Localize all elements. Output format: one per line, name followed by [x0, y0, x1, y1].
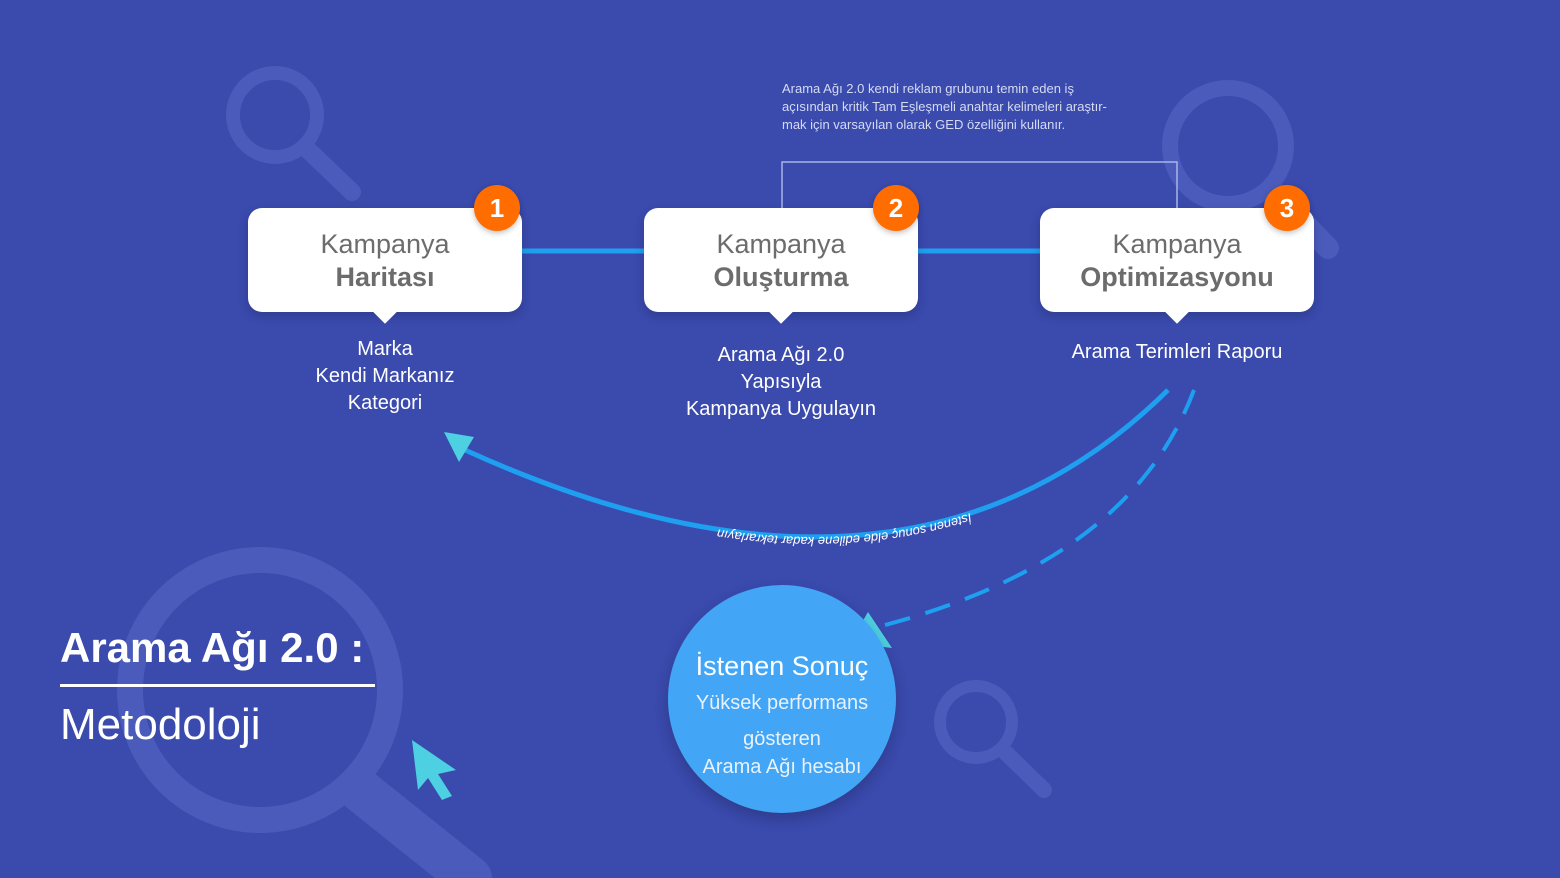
- step-card-line1: Kampanya: [716, 229, 846, 259]
- cursor-pointer-icon: [412, 740, 456, 800]
- step-card-kampanya-optimizasyonu: Kampanya Optimizasyonu: [1040, 208, 1314, 312]
- arrowhead-icon: [444, 432, 474, 462]
- step-card-line1: Kampanya: [1112, 229, 1242, 259]
- step-details: Arama Terimleri Raporu: [1020, 339, 1334, 366]
- loop-label: İstenen sonuç elde edilene kadar tekrarl…: [716, 510, 974, 549]
- result-circle: İstenen Sonuç Yüksek performans gösteren…: [668, 585, 896, 813]
- step-detail: Kategori: [347, 392, 423, 414]
- step-number-badge: 3: [1264, 185, 1310, 231]
- result-title: İstenen Sonuç: [695, 651, 869, 681]
- title-divider: [60, 684, 375, 687]
- loop-arc: [463, 388, 1170, 540]
- step-detail: Kampanya Uygulayın: [685, 398, 877, 420]
- step-card-kampanya-olusturma: Kampanya Oluşturma: [644, 208, 918, 312]
- step-detail: Marka: [357, 338, 413, 360]
- magnifier-icon: [117, 547, 492, 878]
- step-details: Arama Ağı 2.0 Yapısıyla Kampanya Uygulay…: [644, 342, 918, 423]
- methodology-note: Arama Ağı 2.0 kendi reklam grubunu temin…: [782, 80, 1172, 134]
- step-card-line2: Haritası: [335, 262, 435, 292]
- step-card-kampanya-haritasi: Kampanya Haritası: [248, 208, 522, 312]
- note-line: açısından kritik Tam Eşleşmeli anahtar k…: [782, 99, 1107, 114]
- note-line: mak için varsayılan olarak GED özelliğin…: [782, 117, 1066, 132]
- result-line: gösteren: [743, 728, 821, 750]
- step-detail: Yapısıyla: [740, 371, 822, 393]
- step-detail: Kendi Markanız: [315, 365, 455, 387]
- step-detail: Arama Terimleri Raporu: [1071, 341, 1283, 363]
- result-connector: [884, 389, 1196, 627]
- step-card-line1: Kampanya: [320, 229, 450, 259]
- magnifier-icon: [226, 66, 361, 201]
- step-detail: Arama Ağı 2.0: [717, 344, 845, 366]
- page-subtitle: Metodoloji: [60, 700, 261, 749]
- step-card-line2: Optimizasyonu: [1080, 262, 1274, 292]
- step-number-badge: 2: [873, 185, 919, 231]
- page-title: Arama Ağı 2.0 :: [60, 624, 365, 671]
- magnifier-icon: [934, 680, 1052, 798]
- step-number-badge: 1: [474, 185, 520, 231]
- note-bracket: [781, 161, 1178, 208]
- step-card-line2: Oluşturma: [713, 262, 849, 292]
- note-line: Arama Ağı 2.0 kendi reklam grubunu temin…: [782, 81, 1074, 96]
- result-line: Arama Ağı hesabı: [702, 756, 862, 778]
- step-details: Marka Kendi Markanız Kategori: [248, 336, 522, 417]
- result-line: Yüksek performans: [695, 692, 869, 714]
